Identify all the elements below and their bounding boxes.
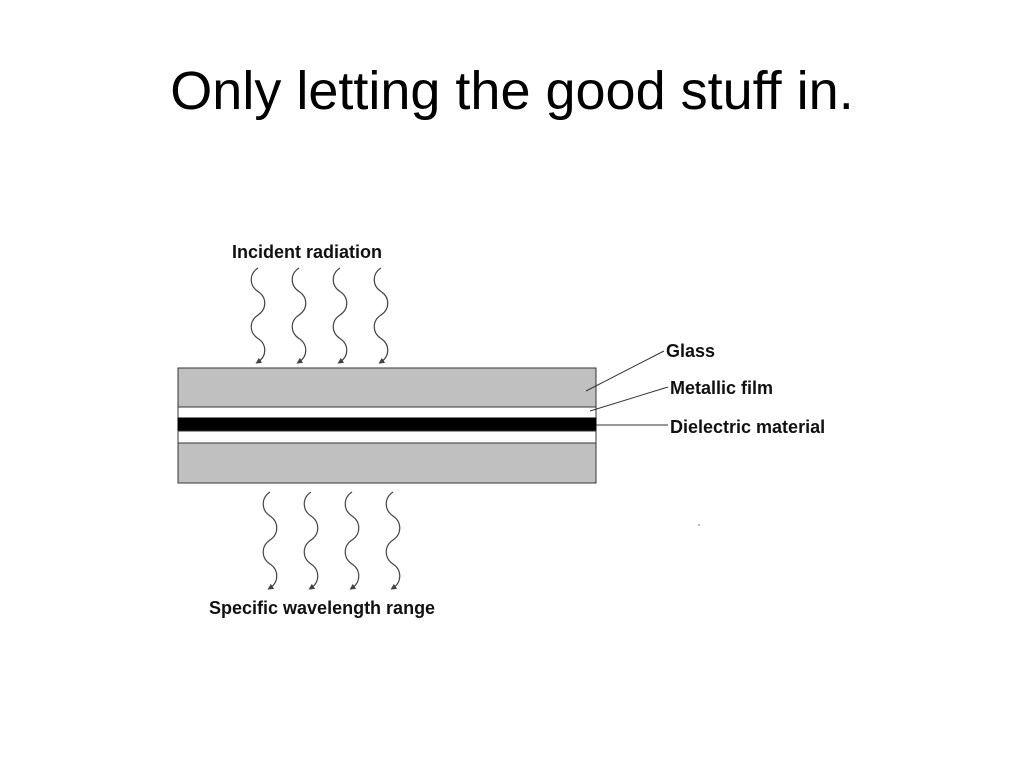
metallic-film-layer-top [177,406,597,419]
glass-layer-bottom [177,442,597,484]
output-wave-arrow-2 [303,491,319,590]
glass-leader-line [585,350,665,392]
incident-wave-arrow-4 [373,267,389,364]
glass-layer-top [177,367,597,408]
metallic-film-leader-line [589,386,669,412]
output-wave-arrow-4 [385,491,401,590]
transmitted-radiation-arrows [262,491,401,590]
specific-wavelength-range-label: Specific wavelength range [209,598,435,618]
incident-wave-arrow-2 [291,267,307,364]
output-wave-arrow-1 [262,491,278,590]
glass-label: Glass [666,341,715,361]
output-wave-arrow-3 [344,491,360,590]
dielectric-material-label: Dielectric material [670,417,825,437]
filter-stack [177,367,597,484]
slide-title: Only letting the good stuff in. [170,61,854,121]
metallic-film-layer-bottom [177,430,597,444]
stray-dot [698,524,700,526]
metallic-film-label: Metallic film [670,378,773,398]
incident-wave-arrow-1 [250,267,266,364]
incident-wave-arrow-3 [332,267,348,364]
incident-radiation-label: Incident radiation [232,242,382,262]
incident-radiation-arrows [250,267,389,364]
dielectric-layer [177,417,597,432]
